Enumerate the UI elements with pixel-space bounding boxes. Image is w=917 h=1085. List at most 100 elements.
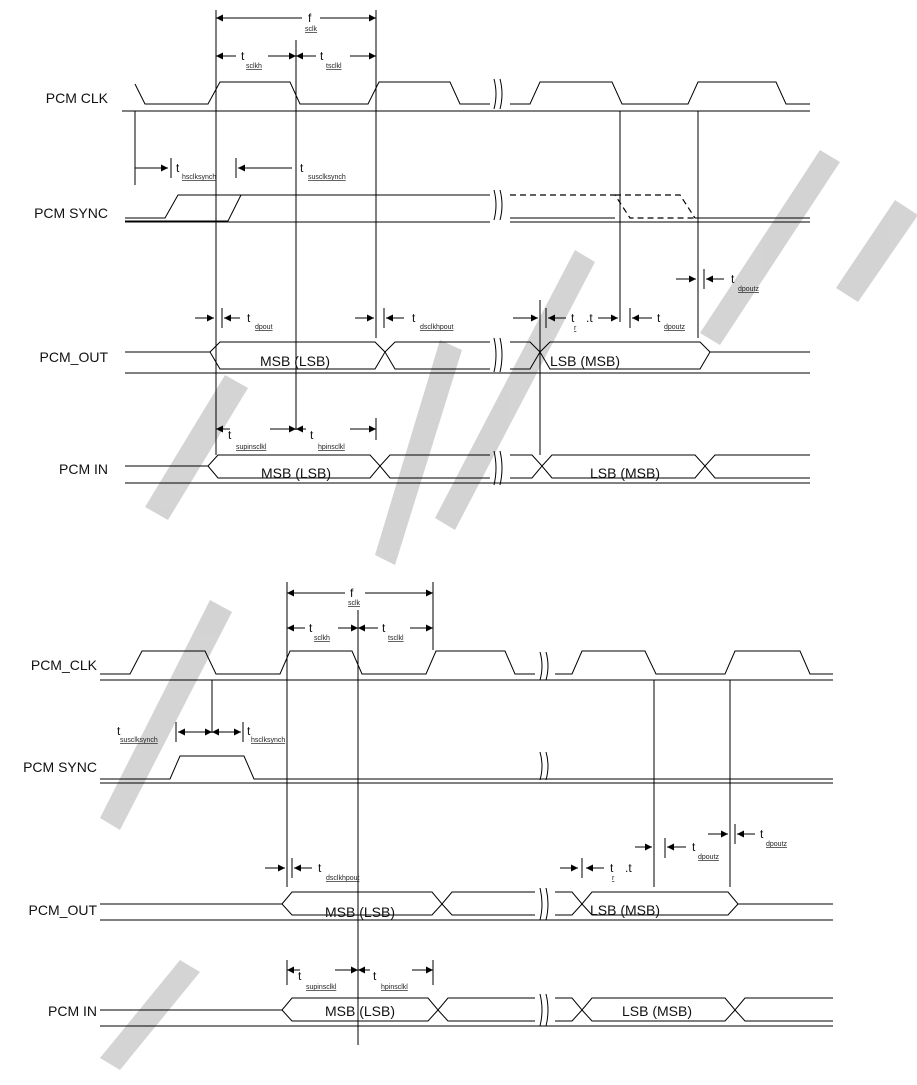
in-first-data: MSB (LSB) [261,465,331,481]
signal-label-pcm-in: PCM IN [59,461,108,477]
watermark-stroke [700,150,840,345]
break-marker [539,651,549,681]
svg-text:r: r [574,325,577,332]
signal-label-pcm-clk: PCM CLK [46,90,109,106]
svg-text:t: t [300,161,304,175]
svg-text:t: t [373,969,377,983]
fsclk-label: f [308,11,312,25]
in-first-data: MSB (LSB) [325,1003,395,1019]
break-marker [493,189,503,221]
dim-tsclkl: t tsclkl [358,621,433,642]
dim-tsclkh: t sclkh [216,49,296,70]
svg-text:sclkh: sclkh [314,635,330,642]
dim-tdsclkhpout: t dsclkhpout [265,858,360,882]
svg-text:t: t [298,969,302,983]
dim-tsusclksynch: t susclksynch [235,158,346,181]
in-last-data: LSB (MSB) [590,465,660,481]
svg-text:dpout: dpout [255,324,273,331]
signal-label-pcm-out: PCM_OUT [40,349,109,365]
svg-text:dpoutz: dpoutz [664,324,686,331]
signal-label-pcm-sync: PCM SYNC [23,759,97,775]
dim-tsusclksynch: t susclksynch [117,722,212,744]
signal-label-pcm-clk: PCM_CLK [31,657,98,673]
svg-text:sclk: sclk [305,26,318,33]
svg-text:t: t [310,428,314,442]
dim-thpinsclkl: t hpinsclkl [358,960,434,991]
timing-diagram-1: PCM CLK PCM SYNC PCM_OUT PCM IN [34,10,810,486]
in-bus [125,454,810,484]
dim-tdsclkhpout: t dsclkhpout [355,308,454,331]
svg-text:hpinsclkl: hpinsclkl [381,984,408,991]
watermark-stroke [145,375,248,520]
svg-text:t: t [117,724,121,738]
svg-text:t: t [731,272,735,286]
in-bus [100,997,833,1027]
svg-text:susclksynch: susclksynch [308,174,346,181]
svg-text:t: t [247,724,251,738]
clk-waveform [100,650,833,681]
svg-text:tsclkl: tsclkl [326,63,342,70]
clk-waveform [122,81,810,112]
svg-text:dpoutz: dpoutz [766,841,788,848]
watermark-stroke [836,200,917,302]
svg-text:.t: .t [625,861,632,875]
break-marker [493,78,503,110]
svg-text:dsclkhpout: dsclkhpout [420,324,454,331]
svg-text:t: t [247,311,251,325]
dim-thsclksynch: t hsclksynch [135,158,216,181]
svg-text:t: t [412,311,416,325]
out-last-data: LSB (MSB) [550,353,620,369]
svg-text:hpinsclkl: hpinsclkl [318,444,345,451]
svg-text:t: t [228,428,232,442]
dim-tdpoutz-1: t dpoutz [635,838,720,861]
svg-text:t: t [610,861,614,875]
svg-text:t: t [382,621,386,635]
dim-fsclk: f sclk [216,11,376,33]
out-first-data: MSB (LSB) [325,904,395,920]
signal-label-pcm-out: PCM_OUT [29,902,98,918]
break-marker [539,751,549,781]
dim-tdpoutz-2: t dpoutz [708,824,788,848]
svg-text:susclksynch: susclksynch [120,737,158,744]
dim-tsclkh: t sclkh [287,621,358,642]
dim-tsupinsclkl: t supinsclkl [216,425,296,451]
svg-text:supinsclkl: supinsclkl [306,984,337,991]
watermark-stroke [375,340,462,565]
watermark-stroke [100,600,232,830]
svg-text:t: t [176,161,180,175]
out-bus [125,341,810,374]
dim-tsclkl: t tsclkl [296,49,376,70]
svg-text:dpoutz: dpoutz [738,286,760,293]
reference-lines [134,10,699,455]
signal-label-pcm-sync: PCM SYNC [34,205,108,221]
dim-fsclk: f sclk [287,586,433,607]
break-marker [539,993,549,1027]
timing-diagram-2: PCM_CLK PCM SYNC PCM_OUT PCM IN [23,582,833,1045]
dim-tdpout: t dpout [195,308,273,331]
sync-waveform [125,194,810,223]
svg-text:t: t [760,827,764,841]
break-marker [493,450,503,486]
svg-text:dsclkhpout: dsclkhpout [326,875,360,882]
dim-tdpoutz-1: t dpoutz [629,308,686,331]
watermark [100,150,917,1070]
watermark-stroke [435,250,595,530]
out-bus [100,891,833,921]
svg-text:t: t [320,49,324,63]
dim-thsclksynch: t hsclksynch [212,722,285,744]
sync-waveform [100,755,833,784]
svg-text:t: t [318,861,322,875]
svg-text:t: t [657,311,661,325]
dim-tdpoutz-2: t dpoutz [676,269,760,293]
dim-tr-tf: t r .t [560,858,632,882]
svg-text:t: t [571,311,575,325]
svg-text:supinsclkl: supinsclkl [236,444,267,451]
svg-text:r: r [612,875,615,882]
break-marker [493,337,503,373]
svg-text:.t: .t [586,311,593,325]
out-last-data: LSB (MSB) [590,902,660,918]
dim-tsupinsclkl: t supinsclkl [286,960,358,991]
svg-text:t: t [692,840,696,854]
dim-thpinsclkl: t hpinsclkl [296,418,377,451]
